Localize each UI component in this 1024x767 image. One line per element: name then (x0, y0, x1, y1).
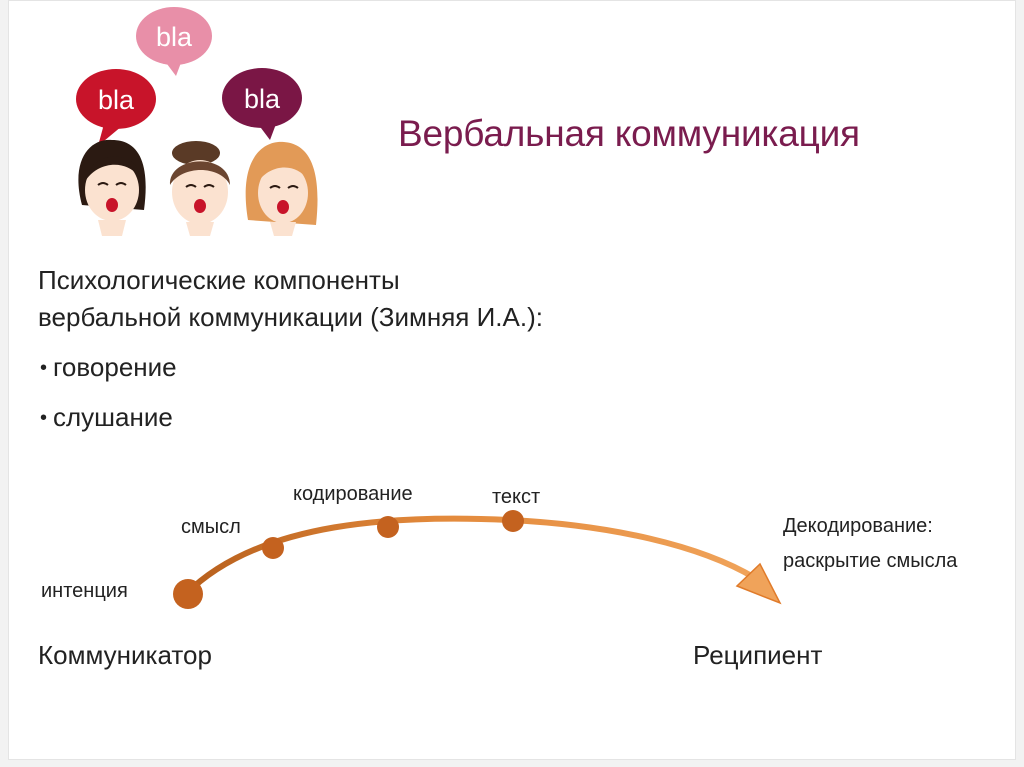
label-recipient: Реципиент (693, 640, 823, 670)
label-text: текст (492, 486, 541, 508)
bullet-item: •слушание (40, 402, 173, 433)
label-communicator: Коммуникатор (38, 640, 212, 670)
label-decoding-line-2: раскрытие смысла (783, 550, 958, 572)
node-intention (173, 579, 203, 609)
label-meaning: смысл (181, 516, 241, 538)
label-intention: интенция (41, 580, 128, 602)
speech-bubble-right-icon: bla (222, 68, 302, 140)
arc-arrow-head-icon (735, 562, 782, 605)
bullet-dot-icon: • (40, 357, 48, 379)
bullet-label: говорение (53, 352, 177, 382)
speech-bubble-left-icon: bla (76, 69, 156, 146)
node-text (502, 510, 524, 532)
bubble-left-text: bla (98, 85, 135, 115)
bubble-top-text: bla (156, 22, 193, 52)
girl-updo-hair-icon (169, 141, 230, 236)
bubble-right-text: bla (244, 84, 281, 114)
node-coding (377, 516, 399, 538)
bullet-label: слушание (53, 402, 173, 432)
node-meaning (262, 537, 284, 559)
bullet-item: •говорение (40, 352, 177, 383)
label-coding: кодирование (293, 483, 413, 505)
slide-title: Вербальная коммуникация (398, 113, 860, 154)
girl-dark-hair-icon (78, 139, 146, 236)
intro-line-1: Психологические компоненты (38, 265, 400, 295)
speech-bubble-top-icon: bla (136, 7, 212, 76)
girl-ginger-hair-icon (245, 141, 318, 236)
intro-text: Психологические компоненты вербальной ко… (38, 262, 543, 336)
slide (8, 0, 1016, 760)
label-decoding-line-1: Декодирование: (783, 515, 933, 537)
intro-line-2: вербальной коммуникации (Зимняя И.А.): (38, 302, 543, 332)
bullet-dot-icon: • (40, 407, 48, 429)
